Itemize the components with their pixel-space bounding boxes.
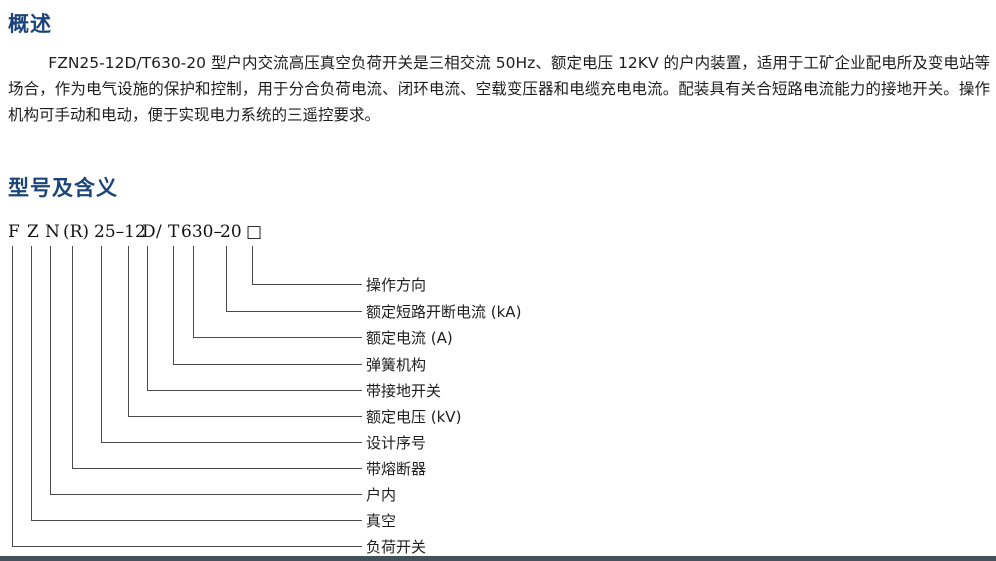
model-part-slash: /: [156, 222, 162, 242]
connector-line-design-number: [101, 246, 362, 443]
model-part-R: (R): [63, 222, 90, 242]
label-breaking-current: 额定短路开断电流 (kA): [366, 303, 522, 321]
overview-paragraph: FZN25-12D/T630-20 型户内交流高压真空负荷开关是三相交流 50H…: [8, 54, 990, 124]
label-load-switch: 负荷开关: [366, 538, 427, 556]
model-part-630: 630–: [181, 222, 222, 242]
model-part-20: 20: [220, 222, 242, 242]
label-earthing-switch: 带接地开关: [366, 382, 442, 400]
connector-line-rated-current: [193, 246, 362, 338]
connector-line-operating-direction: [252, 246, 362, 285]
model-heading: 型号及含义: [8, 176, 118, 200]
model-part-F: F: [8, 222, 20, 242]
connector-line-vacuum: [31, 246, 362, 521]
label-operating-direction: 操作方向: [366, 276, 427, 294]
page-bottom-rule: [0, 556, 996, 561]
connector-line-with-fuse: [72, 246, 362, 469]
connector-line-earthing-switch: [147, 246, 362, 391]
connector-line-indoor: [50, 246, 362, 495]
label-spring-mechanism: 弹簧机构: [366, 356, 427, 374]
label-rated-current: 额定电流 (A): [366, 329, 453, 347]
model-part-D: D: [142, 222, 156, 242]
connector-line-spring-mechanism: [173, 246, 362, 365]
label-vacuum: 真空: [366, 512, 397, 530]
model-part-N: N: [45, 222, 60, 242]
overview-heading: 概述: [8, 12, 52, 36]
label-design-number: 设计序号: [366, 434, 427, 452]
label-with-fuse: 带熔断器: [366, 460, 427, 478]
model-part-25-12: 25–12: [94, 222, 146, 242]
model-part-Z: Z: [27, 222, 39, 242]
label-rated-voltage: 额定电压 (kV): [366, 408, 462, 426]
connector-line-load-switch: [12, 246, 362, 547]
connector-line-rated-voltage: [128, 246, 362, 417]
model-part-box: □: [246, 222, 263, 242]
model-part-T: T: [168, 222, 180, 242]
connector-line-breaking-current: [226, 246, 362, 312]
label-indoor: 户内: [366, 486, 397, 504]
